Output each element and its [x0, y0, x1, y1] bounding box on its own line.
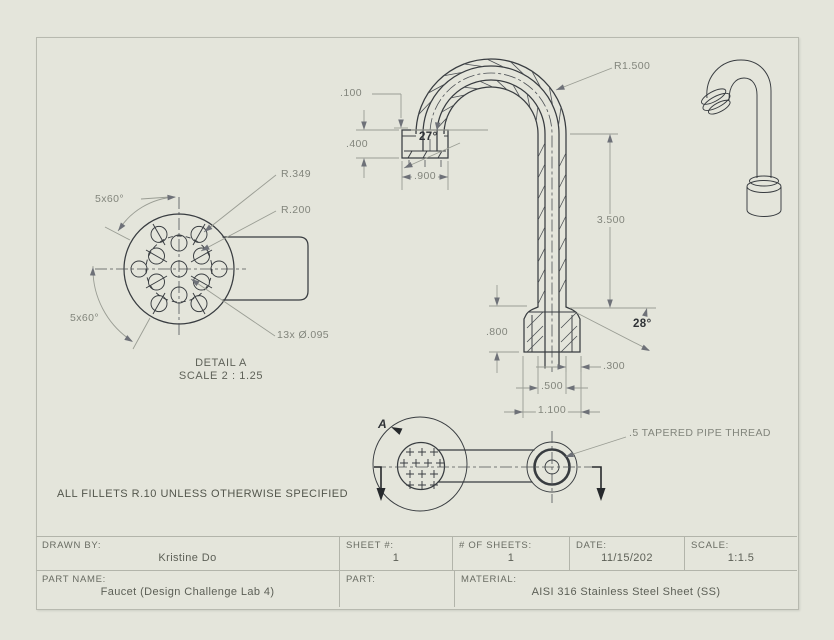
title-block-row-1: DRAWN BY: Kristine Do SHEET #: 1 # OF SH… [36, 537, 797, 571]
dim-detail-angle-top: 5x60° [95, 193, 124, 205]
sheet-number-value: 1 [392, 552, 400, 564]
dim-detail-holes: 13x Ø.095 [277, 329, 330, 341]
drawing-sheet-border [36, 37, 799, 610]
detail-view-scale: SCALE 2 : 1.25 [178, 370, 264, 382]
dim-base-height: .800 [483, 326, 511, 339]
cell-num-sheets: # OF SHEETS: 1 [453, 537, 570, 570]
dim-lip: .100 [340, 87, 363, 99]
isometric-view [701, 59, 782, 217]
dimension-arrows [89, 84, 650, 501]
thread-note: .5 TAPERED PIPE THREAD [629, 427, 771, 439]
dim-offset: .300 [603, 360, 626, 372]
cell-drawn-by: DRAWN BY: Kristine Do [36, 537, 340, 570]
material-label: MATERIAL: [461, 574, 517, 585]
part-name-label: PART NAME: [42, 574, 107, 585]
dim-tube-od: .500 [538, 380, 566, 393]
cell-date: DATE: 11/15/202 [570, 537, 685, 570]
scale-value: 1:1.5 [727, 552, 755, 564]
dim-head-width: .900 [411, 170, 439, 183]
cell-part-name: PART NAME: Faucet (Design Challenge Lab … [36, 571, 340, 607]
dim-detail-outer-radius: R.349 [281, 168, 312, 180]
cell-scale: SCALE: 1:1.5 [685, 537, 797, 570]
dim-bend-radius: R1.500 [614, 60, 651, 72]
cell-sheet-number: SHEET #: 1 [340, 537, 453, 570]
section-hatching [418, 58, 578, 353]
dim-base-width: 1.100 [535, 404, 569, 417]
part-name-value: Faucet (Design Challenge Lab 4) [100, 586, 275, 598]
dim-detail-inner-radius: R.200 [281, 204, 312, 216]
dim-detail-angle-bottom: 5x60° [70, 312, 99, 324]
dim-height: 3.500 [594, 214, 628, 227]
detail-a-view [92, 174, 309, 350]
scale-label: SCALE: [691, 540, 729, 551]
fillet-note: ALL FILLETS R.10 UNLESS OTHERWISE SPECIF… [57, 488, 349, 500]
dim-spout-angle: 27° [419, 131, 438, 143]
title-block-row-2: PART NAME: Faucet (Design Challenge Lab … [36, 571, 797, 607]
drawn-by-label: DRAWN BY: [42, 540, 102, 551]
num-sheets-value: 1 [507, 552, 515, 564]
drawn-by-value: Kristine Do [158, 552, 217, 564]
title-block: DRAWN BY: Kristine Do SHEET #: 1 # OF SH… [36, 536, 797, 608]
dim-base-angle: 28° [633, 318, 652, 330]
date-value: 11/15/202 [601, 552, 653, 564]
detail-view-title: DETAIL A [195, 357, 247, 369]
part-label: PART: [346, 574, 376, 585]
dim-head-height: .400 [344, 138, 371, 151]
cell-part: PART: [340, 571, 455, 607]
material-value: AISI 316 Stainless Steel Sheet (SS) [531, 586, 721, 598]
front-section-view [356, 58, 656, 418]
date-label: DATE: [576, 540, 607, 551]
top-view [372, 416, 627, 512]
sheet-number-label: SHEET #: [346, 540, 394, 551]
detail-marker-a: A [378, 417, 388, 431]
num-sheets-label: # OF SHEETS: [459, 540, 532, 551]
cell-material: MATERIAL: AISI 316 Stainless Steel Sheet… [455, 571, 797, 607]
